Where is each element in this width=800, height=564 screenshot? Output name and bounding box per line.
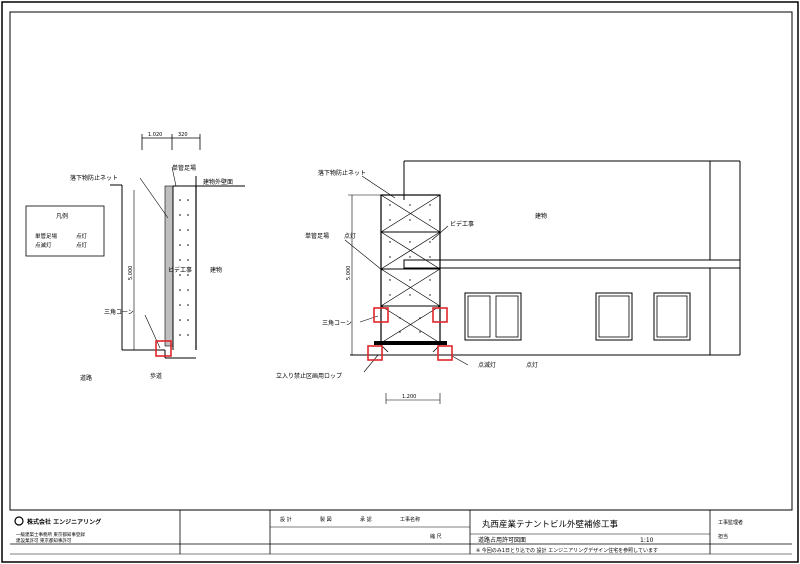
label-flash-bottom-a: 点滅灯	[478, 361, 496, 369]
label-fall-net-left: 落下物防止ネット	[70, 174, 118, 182]
label-flash-right: 点灯	[344, 232, 356, 240]
col-1: 設 計	[280, 516, 292, 523]
building-band	[403, 259, 741, 269]
window-3	[653, 292, 691, 341]
window-1	[464, 292, 522, 341]
scale: 1:10	[640, 537, 654, 544]
label-vinyl-sheet-right: ビデ工事	[450, 220, 474, 228]
col-5: 縮 尺	[430, 533, 442, 540]
col-2: 製 図	[320, 516, 332, 523]
label-scaffold-pipe: 単管足場	[172, 164, 196, 172]
label-building-right: 建物	[535, 212, 547, 220]
right-text-2: 担当	[718, 533, 728, 540]
company-logo	[14, 516, 24, 526]
legend-row1-b: 点灯	[76, 232, 88, 240]
dim-side-left: 5.000	[128, 266, 134, 280]
company-name: 株式会社 エンジニアリング	[27, 518, 101, 526]
scaffold-tower	[380, 194, 441, 344]
dim-side-right: 5.000	[346, 266, 352, 280]
highlight-marker-section	[155, 340, 172, 357]
label-entry-rope: 立入り禁止区画用ロップ	[276, 372, 342, 380]
dim-top-b: 320	[178, 132, 188, 138]
scaffold-base	[374, 341, 447, 345]
vinyl-sheet-section	[164, 185, 174, 347]
company-sub-1: 一級建築士事務所 東京都知事登録	[16, 531, 85, 538]
highlight-marker-base-right	[437, 345, 453, 361]
right-text-1: 工事監理者	[718, 519, 743, 526]
label-building-left: 建物	[210, 266, 222, 274]
scaffold-tower-dots	[389, 204, 431, 333]
project-title: 丸西産業テナントビル外壁補修工事	[482, 519, 619, 530]
company-sub-2: 建設業許可 東京都知事許可	[16, 537, 72, 544]
highlight-marker-cone-right	[432, 307, 448, 323]
highlight-marker-cone-left	[373, 307, 389, 323]
section-view: 1.020 320 5.000	[70, 132, 245, 382]
elevation-view: 5.000 1.200 落下物防止ネット 単管足場 点灯 ビデ工事 建物 三角コ…	[276, 160, 741, 404]
window-2	[595, 292, 633, 341]
label-triangle-cone-right: 三角コーン	[322, 319, 352, 327]
label-fall-net-right: 落下物防止ネット	[318, 169, 366, 177]
drawing-name: 道路占用許可図面	[478, 536, 526, 544]
title-block: 株式会社 エンジニアリング 一級建築士事務所 東京都知事登録 建設業許可 東京都…	[10, 509, 792, 555]
legend-box: 凡例 単管足場 点灯 点滅灯 点灯	[25, 205, 105, 257]
label-exterior-wall: 建物外壁面	[203, 178, 233, 186]
label-sidewalk-left: 歩道	[150, 372, 162, 380]
footer-note: ※ 今回のみ1日とり込での 設計 エンジニアリングデザイン住宅を参照しています	[476, 547, 658, 554]
dim-top-a: 1.020	[148, 132, 162, 138]
col-4: 工事名称	[400, 516, 420, 523]
label-triangle-cone-left: 三角コーン	[104, 308, 134, 316]
dim-bottom: 1.200	[402, 394, 416, 400]
legend-row1-a: 単管足場	[35, 232, 58, 240]
label-vinyl-sheet-left: ビデ工事	[168, 266, 192, 274]
legend-title: 凡例	[56, 212, 68, 220]
label-flash-bottom-b: 点灯	[526, 361, 538, 369]
legend-row2-a: 点滅灯	[35, 241, 52, 249]
highlight-marker-base-left	[367, 345, 383, 361]
label-road-left: 道路	[80, 374, 92, 382]
scaffold-section-dots	[179, 199, 189, 336]
legend-row2-b: 点灯	[76, 241, 88, 249]
col-3: 承 認	[360, 516, 372, 523]
label-scaffold-right: 単管足場	[305, 232, 329, 240]
